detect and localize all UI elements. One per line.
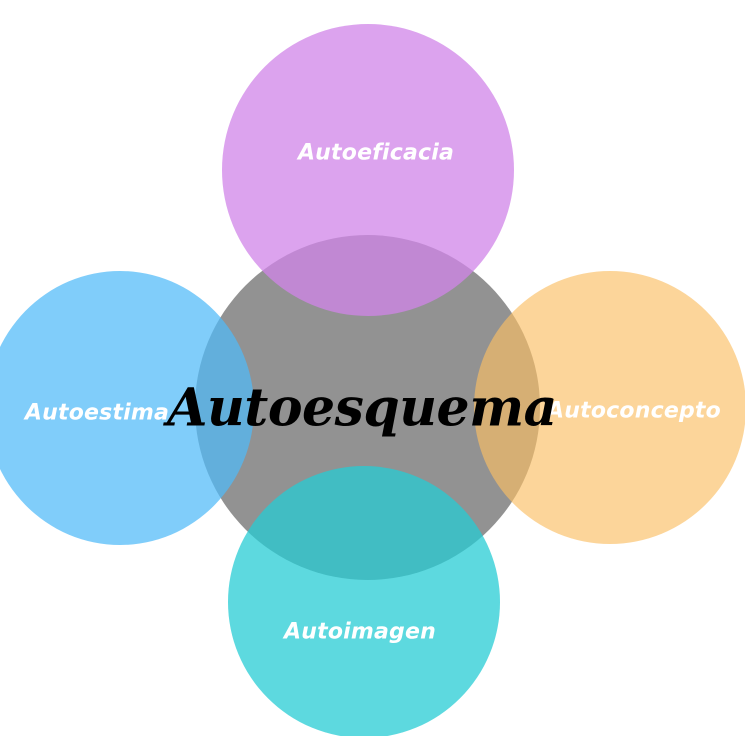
label-autoeficacia: Autoeficacia bbox=[297, 140, 455, 166]
center-label-autoesquema: Autoesquema bbox=[167, 377, 557, 439]
circle-autoimagen bbox=[228, 466, 500, 736]
label-autoestima: Autoestima bbox=[24, 400, 170, 426]
label-autoimagen: Autoimagen bbox=[284, 619, 436, 645]
label-autoconcepto: Autoconcepto bbox=[547, 398, 721, 424]
circle-autoconcepto bbox=[474, 271, 745, 544]
circle-autoeficacia bbox=[222, 24, 514, 316]
circle-autoestima bbox=[0, 271, 254, 545]
